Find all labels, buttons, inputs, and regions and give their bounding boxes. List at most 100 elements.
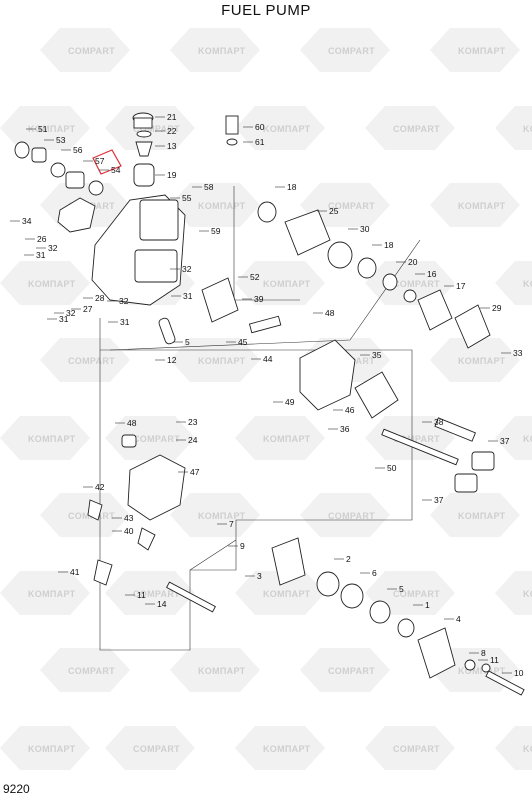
callout-12: 12 <box>167 355 177 365</box>
callout-23: 23 <box>188 417 198 427</box>
callout-37: 37 <box>500 436 510 446</box>
callout-18: 18 <box>287 182 297 192</box>
callout-11: 11 <box>490 655 499 665</box>
watermark-text: KOMПАРТ <box>198 511 246 521</box>
watermark-hexagon <box>40 648 130 692</box>
watermark-tile: KOMПАРТ <box>235 261 325 305</box>
ring-20 <box>382 273 398 291</box>
watermark-hexagon <box>300 648 390 692</box>
watermark-hexagon <box>0 261 90 305</box>
ring-6 <box>340 583 364 609</box>
watermark-hexagon <box>365 726 455 770</box>
callout-40: 40 <box>124 526 134 536</box>
housing-port-block <box>139 199 179 241</box>
watermark-text: KOMПАРТ <box>458 46 506 56</box>
watermark-text: KOMПАРТ <box>263 279 311 289</box>
callout-10: 10 <box>514 668 524 678</box>
gasket-36 <box>354 371 399 419</box>
callout-17: 17 <box>456 281 466 291</box>
watermark-tile: KOMПАРТ <box>495 726 532 770</box>
callout-21: 21 <box>167 112 177 122</box>
watermark-tile: KOMПАРТ <box>235 416 325 460</box>
cap-plug-body <box>133 117 153 129</box>
watermark-text: COMPART <box>328 511 375 521</box>
watermark-tile: COMPART <box>365 726 455 770</box>
watermark-hexagon <box>300 493 390 537</box>
callout-2: 2 <box>346 554 351 564</box>
watermark-text: COMPART <box>328 666 375 676</box>
callout-59: 59 <box>211 226 221 236</box>
callout-32: 32 <box>119 296 129 306</box>
fitting-60 <box>225 115 239 135</box>
watermark-text: KOMПАРТ <box>28 434 76 444</box>
callout-32: 32 <box>48 243 58 253</box>
watermark-text: KOMПАРТ <box>263 124 311 134</box>
watermark-tile: COMPART <box>40 493 130 537</box>
callout-14: 14 <box>157 599 167 609</box>
watermark-text: KOMПАРТ <box>198 666 246 676</box>
watermark-hexagon <box>170 493 260 537</box>
seal-18b <box>357 257 377 279</box>
watermark-hexagon <box>170 183 260 227</box>
ring-57 <box>88 180 104 196</box>
watermark-tile: COMPART <box>300 183 390 227</box>
watermark-text: COMPART <box>393 744 440 754</box>
elbow-40 <box>137 527 156 551</box>
washer-11b <box>464 659 476 671</box>
callout-16: 16 <box>427 269 437 279</box>
watermark-text: KOMПАРТ <box>458 666 506 676</box>
watermark-text: KOMПАРТ <box>28 279 76 289</box>
washer-16 <box>403 289 417 303</box>
watermark-hexagon <box>105 726 195 770</box>
bolt-45 <box>248 315 282 334</box>
watermark-tile: COMPART <box>105 416 195 460</box>
watermark-tile: COMPART <box>365 106 455 150</box>
watermark-text: COMPART <box>393 589 440 599</box>
watermark-text: COMPART <box>328 201 375 211</box>
watermark-tile: COMPART <box>365 571 455 615</box>
watermark-text: KOMПАРТ <box>28 124 76 134</box>
callout-24: 24 <box>188 435 198 445</box>
watermark-tile: COMPART <box>300 493 390 537</box>
callout-labels: 5153565754212213196061185855592530182016… <box>22 112 524 678</box>
callout-5: 5 <box>185 337 190 347</box>
watermark-text: COMPART <box>393 434 440 444</box>
watermark-tile: KOMПАРТ <box>430 493 520 537</box>
shaft-50 <box>381 428 459 466</box>
callout-31: 31 <box>183 291 193 301</box>
callout-49: 49 <box>285 397 295 407</box>
callout-32: 32 <box>182 264 192 274</box>
watermark-hexagon <box>0 571 90 615</box>
callout-30: 30 <box>360 224 370 234</box>
callout-9: 9 <box>240 541 245 551</box>
callout-38: 38 <box>434 417 444 427</box>
link-5 <box>158 317 176 345</box>
watermark-text: KOMПАРТ <box>198 46 246 56</box>
callout-44: 44 <box>263 354 273 364</box>
watermark-tile: KOMПАРТ <box>430 28 520 72</box>
valve-block-47 <box>127 454 186 521</box>
watermark-hexagon <box>235 106 325 150</box>
watermark-text: KOMПАРТ <box>523 124 532 134</box>
ring-51 <box>14 141 30 159</box>
watermark-tile: KOMПАРТ <box>430 183 520 227</box>
watermark-tile: KOMПАРТ <box>0 416 90 460</box>
watermark-text: COMPART <box>68 666 115 676</box>
callout-29: 29 <box>492 303 502 313</box>
callout-7: 7 <box>229 519 234 529</box>
callout-31: 31 <box>120 317 130 327</box>
watermark-hexagon <box>170 28 260 72</box>
callout-60: 60 <box>255 122 265 132</box>
callout-6: 6 <box>372 568 377 578</box>
callout-31: 31 <box>36 250 46 260</box>
watermark-text: KOMПАРТ <box>523 744 532 754</box>
callout-48: 48 <box>325 308 335 318</box>
callout-35: 35 <box>372 350 382 360</box>
callout-11: 11 <box>137 590 146 600</box>
watermark-tile: KOMПАРТ <box>235 726 325 770</box>
callout-13: 13 <box>167 141 177 151</box>
watermark-text: KOMПАРТ <box>458 511 506 521</box>
watermark-text: COMPART <box>393 279 440 289</box>
callout-50: 50 <box>387 463 397 473</box>
